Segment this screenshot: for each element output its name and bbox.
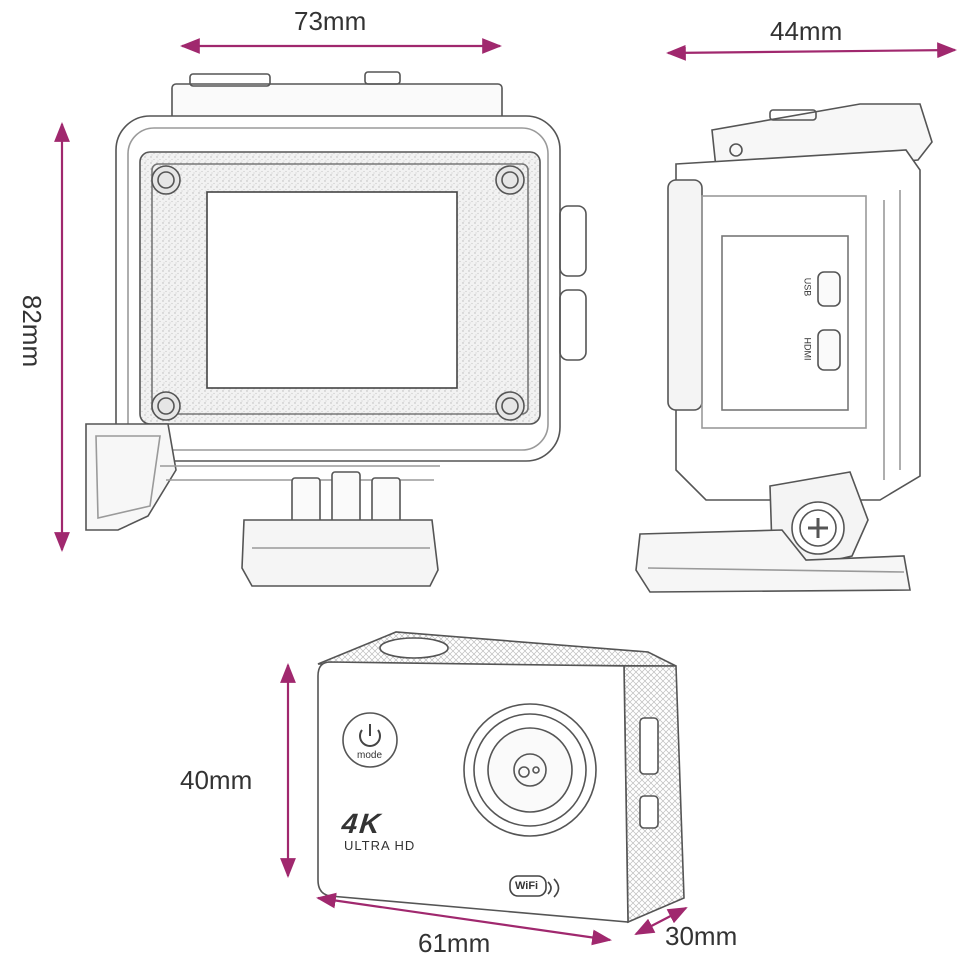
power-icon (359, 724, 381, 747)
width-arrow-61 (316, 892, 612, 946)
screw-icon (151, 165, 525, 421)
wifi-label: WiFi (515, 880, 539, 892)
housing-front-view (85, 71, 587, 587)
camera-body (317, 631, 685, 924)
camera-width-label: 61mm (418, 928, 491, 958)
subtitle-label: ULTRA HD (344, 838, 416, 853)
camera-height-label: 40mm (180, 765, 253, 795)
depth-arrow-30 (634, 907, 688, 935)
screw-icon (791, 501, 845, 555)
housing-depth-label: 44mm (770, 16, 843, 46)
mode-label: mode (357, 750, 383, 761)
housing-height-label: 82mm (17, 294, 47, 368)
camera-depth-label: 30mm (665, 921, 738, 951)
housing-side-view (635, 103, 933, 593)
dimension-lines (54, 38, 957, 946)
hdmi-port-label: HDMI (802, 337, 813, 361)
usb-port-label: USB (802, 277, 813, 297)
resolution-label: 4K (340, 808, 384, 839)
housing-width-label: 73mm (294, 6, 367, 36)
depth-arrow-44 (666, 42, 957, 61)
